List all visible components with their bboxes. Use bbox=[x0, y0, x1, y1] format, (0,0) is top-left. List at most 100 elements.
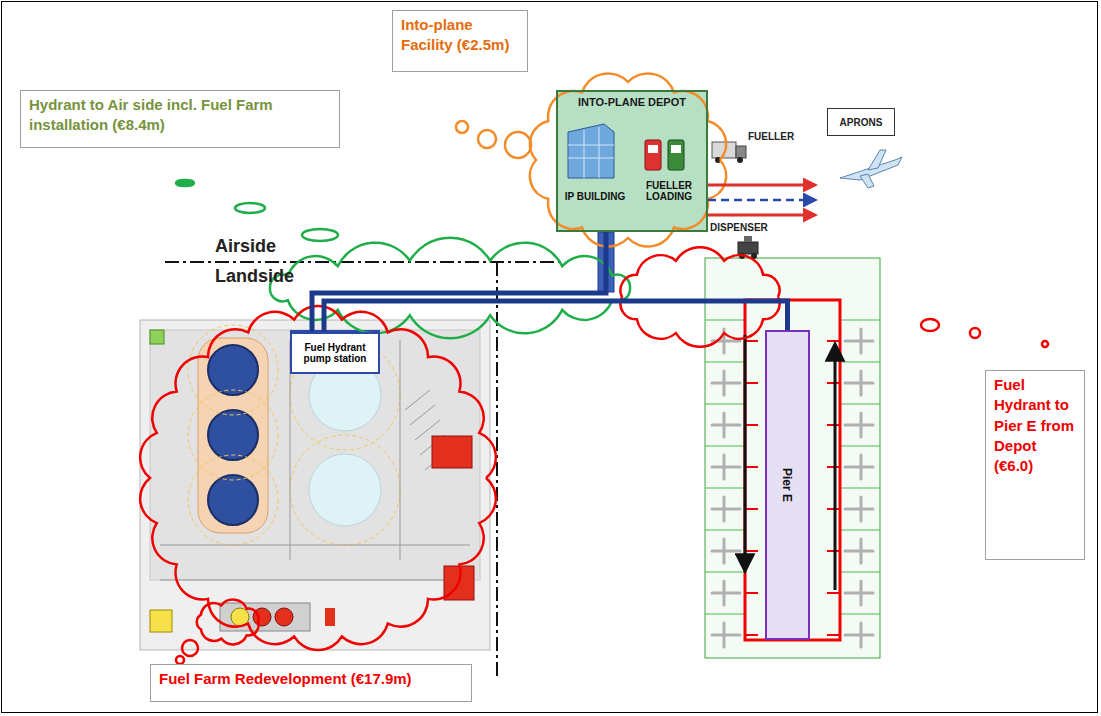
plane-symbol bbox=[712, 413, 740, 437]
pump-station-box: Fuel Hydrant pump station bbox=[290, 332, 380, 374]
plane-symbol bbox=[712, 371, 740, 395]
illustration-shape bbox=[325, 608, 335, 626]
node-text: APRONS bbox=[827, 108, 895, 136]
illustration-shape bbox=[645, 140, 661, 170]
node-text: Into-plane Facility (€2.5m) bbox=[401, 15, 519, 56]
hydrant-stub bbox=[745, 550, 758, 552]
illustration-shape bbox=[182, 640, 198, 656]
illustration-shape bbox=[160, 545, 470, 546]
illustration-shape bbox=[160, 580, 470, 581]
stand-line bbox=[840, 530, 880, 531]
dispenser-route bbox=[708, 199, 815, 202]
node-text: IP BUILDING bbox=[565, 191, 625, 202]
edge-label: FUELLER bbox=[748, 131, 794, 142]
node-text: Fuel Hydrant to Pier E from Depot (€6.0) bbox=[994, 375, 1076, 476]
illustration-shape bbox=[568, 124, 614, 178]
cost-callout: Fuel Hydrant to Pier E from Depot (€6.0) bbox=[985, 370, 1085, 560]
plane-symbol bbox=[845, 497, 873, 521]
plane-symbol bbox=[712, 455, 740, 479]
stand-line bbox=[840, 404, 880, 405]
illustration-shape bbox=[705, 258, 880, 658]
stand-line bbox=[840, 572, 880, 573]
illustration-shape bbox=[432, 436, 472, 468]
plane-symbol bbox=[845, 329, 873, 353]
illustration-shape bbox=[188, 325, 278, 415]
plane-symbol bbox=[845, 581, 873, 605]
illustration-shape bbox=[668, 140, 684, 170]
illustration-shape bbox=[290, 435, 400, 545]
thought-cloud bbox=[530, 73, 726, 246]
dispenser-arrow bbox=[708, 214, 815, 217]
node-text: Fuel Farm Redevelopment (€17.9m) bbox=[159, 669, 463, 689]
stand-line bbox=[840, 446, 880, 447]
area-label: Landside bbox=[215, 266, 294, 287]
illustration-shape bbox=[309, 454, 381, 526]
illustration-shape bbox=[744, 335, 747, 570]
hydrant-stub bbox=[827, 592, 840, 594]
illustration-shape bbox=[599, 127, 600, 178]
hydrant-pipe bbox=[312, 232, 606, 332]
thought-cloud bbox=[197, 600, 259, 645]
illustration-shape bbox=[176, 180, 194, 186]
illustration-shape bbox=[150, 330, 480, 580]
illustration-shape bbox=[188, 325, 400, 545]
plane-symbol bbox=[712, 623, 740, 647]
pier-apron bbox=[705, 258, 880, 658]
illustration-shape bbox=[188, 455, 278, 545]
stand-line bbox=[705, 320, 745, 321]
illustration-shape bbox=[188, 390, 278, 480]
hydrant-stub bbox=[745, 424, 758, 426]
hydrant-stub bbox=[745, 382, 758, 384]
plane-symbol bbox=[712, 539, 740, 563]
illustration-shape bbox=[744, 236, 752, 242]
cost-callout: Fuel Farm Redevelopment (€17.9m) bbox=[150, 664, 472, 702]
illustration-shape bbox=[868, 150, 886, 170]
illustration-shape bbox=[405, 390, 430, 410]
illustration-shape bbox=[568, 127, 614, 178]
stand-line bbox=[840, 488, 880, 489]
illustration-shape bbox=[736, 146, 746, 158]
thought-cloud bbox=[620, 247, 779, 347]
illustration-shape bbox=[584, 130, 585, 178]
depot-box: INTO-PLANE DEPOTIP BUILDINGFUELLER LOADI… bbox=[556, 90, 708, 232]
hydrant-stub bbox=[745, 340, 758, 342]
illustration-shape bbox=[140, 320, 490, 650]
area-label: Airside bbox=[215, 236, 276, 257]
aprons-box: APRONS bbox=[815, 108, 907, 223]
stand-line bbox=[840, 614, 880, 615]
illustration-shape bbox=[568, 145, 614, 146]
illustration-shape bbox=[290, 340, 400, 450]
stand-line bbox=[705, 614, 745, 615]
illustration-shape bbox=[160, 340, 470, 580]
illustration-shape bbox=[150, 610, 172, 632]
hydrant-stub bbox=[745, 592, 758, 594]
illustration-shape bbox=[921, 319, 939, 331]
illustration-shape bbox=[150, 330, 164, 344]
plane-symbol bbox=[712, 497, 740, 521]
hydrant-stub bbox=[827, 340, 840, 342]
loading-icon-label: FUELLER LOADING bbox=[632, 130, 706, 202]
illustration-shape bbox=[410, 405, 435, 425]
stand-line bbox=[705, 530, 745, 531]
illustration-shape bbox=[165, 261, 565, 263]
illustration-shape bbox=[745, 300, 840, 640]
illustration-shape bbox=[738, 242, 758, 254]
thought-clouds bbox=[140, 73, 1048, 664]
cost-callout: Into-plane Facility (€2.5m) bbox=[392, 10, 528, 72]
hydrant-stub bbox=[827, 634, 840, 636]
building-icon-label: IP BUILDING bbox=[562, 130, 628, 202]
illustration-shape bbox=[456, 121, 468, 133]
plane-symbol bbox=[845, 371, 873, 395]
edge-label: DISPENSER bbox=[710, 222, 768, 233]
stand-line bbox=[705, 488, 745, 489]
pier-building: Pier E bbox=[765, 330, 810, 640]
illustration-shape bbox=[302, 229, 338, 241]
stand-line bbox=[705, 446, 745, 447]
illustration-shape bbox=[208, 475, 258, 525]
stand-line bbox=[705, 362, 745, 363]
cost-callout: Hydrant to Air side incl. Fuel Farm inst… bbox=[20, 90, 340, 148]
stand-line bbox=[840, 320, 880, 321]
illustration-shape bbox=[737, 157, 743, 163]
node-text: Hydrant to Air side incl. Fuel Farm inst… bbox=[29, 95, 331, 136]
hydrant-stub bbox=[745, 508, 758, 510]
